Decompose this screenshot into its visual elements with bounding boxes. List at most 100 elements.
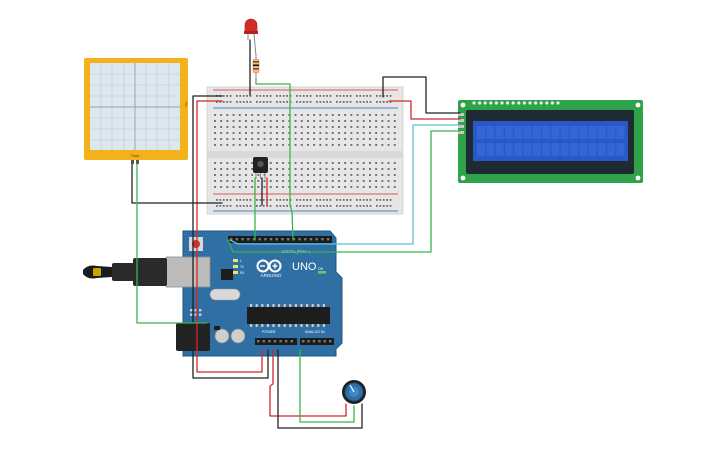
breadboard-hole	[366, 205, 368, 207]
lcd-header-pin[interactable]	[494, 101, 498, 105]
lcd-header-pin[interactable]	[534, 101, 538, 105]
breadboard-hole	[346, 199, 348, 201]
lcd-char-cell	[560, 126, 569, 139]
breadboard-hole	[319, 132, 322, 134]
lcd-header-pins[interactable]	[472, 101, 560, 105]
breadboard-channel	[207, 151, 403, 158]
breadboard-hole	[326, 205, 328, 207]
regulator-chip	[214, 326, 220, 330]
breadboard-hole	[313, 162, 316, 164]
breadboard-hole	[220, 168, 223, 170]
oscilloscope-pin[interactable]	[131, 160, 134, 164]
lcd-header-pin[interactable]	[539, 101, 543, 105]
lcd-header-pin[interactable]	[483, 101, 487, 105]
usb-plug-icon[interactable]	[83, 258, 167, 286]
breadboard-hole	[379, 95, 382, 97]
wire-scope-gnd[interactable]	[131, 163, 223, 204]
breadboard-hole	[393, 120, 396, 122]
wire-pot-gnd[interactable]	[277, 349, 363, 429]
wire-lcd-gnd[interactable]	[382, 76, 461, 114]
analog-header[interactable]	[300, 338, 334, 345]
breadboard-hole	[226, 95, 228, 97]
lcd-header-pin[interactable]	[472, 101, 476, 105]
wires[interactable]	[131, 39, 461, 429]
breadboard-hole	[382, 199, 385, 201]
breadboard-hole	[214, 168, 216, 170]
wire-lcd-scl[interactable]	[227, 130, 461, 253]
wire-pot-wiper[interactable]	[299, 349, 355, 423]
lcd-char-cell	[570, 126, 578, 139]
breadboard-hole	[300, 168, 303, 170]
wire-lcd-vcc[interactable]	[388, 100, 461, 120]
breadboard-hole	[369, 186, 371, 188]
breadboard-hole	[362, 199, 365, 201]
oscilloscope-pin[interactable]	[136, 160, 139, 164]
wire-pot-vcc[interactable]	[269, 349, 347, 417]
lcd-header-pin[interactable]	[489, 101, 493, 105]
breadboard-hole	[316, 199, 318, 201]
lcd-header-pin[interactable]	[500, 101, 504, 105]
breadboard-hole	[294, 132, 297, 134]
breadboard-hole	[356, 168, 359, 170]
breadboard-hole	[276, 162, 278, 164]
breadboard[interactable]	[206, 86, 404, 215]
wire-gnd-rail[interactable]	[192, 95, 269, 379]
chip-leg	[306, 304, 309, 307]
wire-5v-rail[interactable]	[196, 100, 263, 373]
breadboard-hole	[362, 132, 365, 134]
breadboard-hole	[282, 120, 285, 122]
breadboard-hole	[375, 162, 378, 164]
breadboard-hole	[282, 180, 285, 182]
breadboard-hole	[389, 199, 392, 201]
breadboard-hole	[257, 186, 260, 188]
arduino-uno[interactable]: UNO ARDUINO DIGITAL (PWM~) POWER ANALOG …	[83, 230, 343, 357]
breadboard-hole	[302, 205, 305, 207]
lcd-display[interactable]	[458, 100, 643, 183]
breadboard-hole	[251, 162, 254, 164]
lcd-header-pin[interactable]	[528, 101, 532, 105]
lcd-header-pin[interactable]	[511, 101, 515, 105]
digital-header[interactable]	[228, 236, 332, 243]
red-led-icon[interactable]	[244, 18, 258, 57]
breadboard-hole	[386, 101, 388, 103]
digital-header-pins[interactable]	[230, 238, 330, 241]
oscilloscope[interactable]: Time Vo	[84, 58, 189, 164]
wire-lcd-sda[interactable]	[229, 124, 461, 245]
breadboard-hole	[376, 199, 378, 201]
lcd-header-pin[interactable]	[517, 101, 521, 105]
bottom-header-pins[interactable]	[257, 340, 332, 343]
lcd-header-pin[interactable]	[545, 101, 549, 105]
lcd-side-pins[interactable]	[458, 113, 464, 134]
breadboard-hole	[319, 180, 322, 182]
reset-button-cap[interactable]	[192, 240, 200, 248]
lcd-header-pin[interactable]	[478, 101, 482, 105]
lcd-header-pin[interactable]	[522, 101, 527, 105]
breadboard-hole	[222, 101, 225, 103]
breadboard-hole	[232, 144, 235, 146]
breadboard-hole	[331, 186, 334, 188]
temperature-sensor-icon[interactable]	[253, 157, 268, 179]
breadboard-hole	[288, 114, 291, 116]
breadboard-hole	[331, 174, 334, 176]
breadboard-hole	[251, 168, 254, 170]
breadboard-hole	[393, 132, 396, 134]
breadboard-hole	[294, 186, 297, 188]
breadboard-hole	[382, 95, 385, 97]
lcd-header-pin[interactable]	[550, 101, 555, 105]
breadboard-hole	[294, 180, 297, 182]
breadboard-hole	[257, 138, 260, 140]
breadboard-hole	[379, 205, 382, 207]
lcd-header-pin[interactable]	[506, 101, 510, 105]
breadboard-hole	[356, 114, 359, 116]
resistor-icon[interactable]	[252, 54, 260, 80]
lcd-char-cell	[616, 143, 625, 156]
potentiometer-icon[interactable]	[342, 380, 366, 404]
breadboard-hole	[393, 138, 396, 140]
breadboard-hole	[238, 186, 241, 188]
breadboard-hole	[329, 101, 332, 103]
lcd-header-pin[interactable]	[556, 101, 560, 105]
wire-resistor-to-pin[interactable]	[255, 77, 294, 241]
chip-leg	[278, 304, 281, 307]
breadboard-hole	[338, 168, 340, 170]
wire-scope-signal[interactable]	[136, 163, 208, 324]
